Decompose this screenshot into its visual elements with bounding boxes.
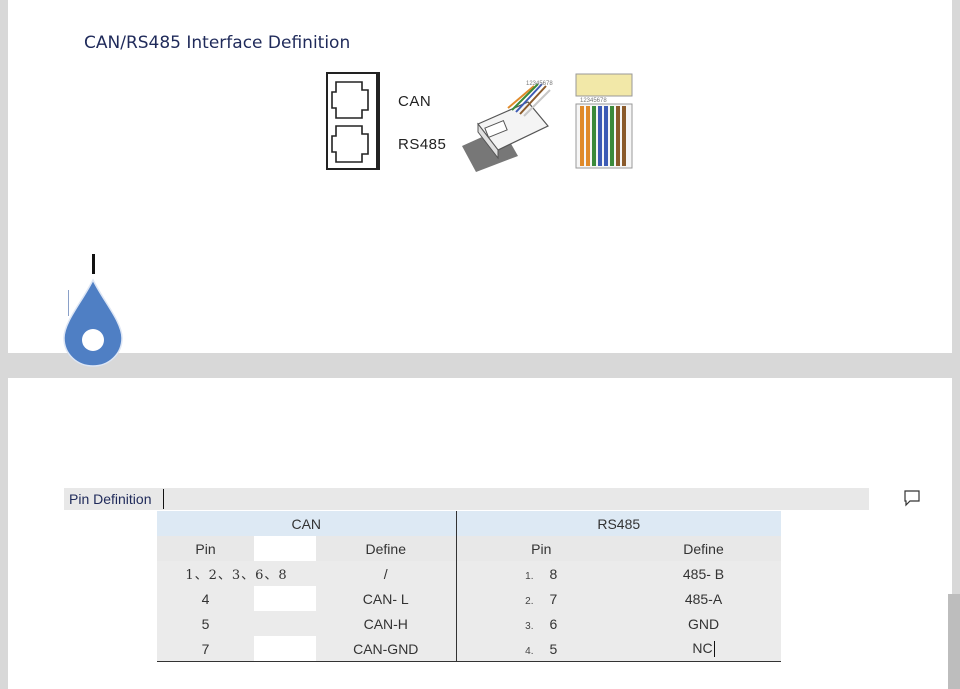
rj45-plug-icon: 12345678	[462, 81, 553, 172]
rs-define-cell: 485- B	[626, 561, 781, 586]
scrollbar[interactable]	[948, 594, 960, 689]
can-pin-cell: 5	[157, 611, 254, 636]
rs-pin-cell: 3.6	[455, 611, 626, 636]
rs-index: 3.	[525, 620, 534, 632]
rs-index: 2.	[525, 595, 534, 607]
text-cursor-marker	[92, 254, 95, 274]
port-label-can: CAN	[398, 93, 432, 110]
port-outline-icon	[331, 81, 369, 163]
table-row: 7 CAN-GND 4.5 NC	[157, 636, 781, 662]
wiring-color-icon: 12345678	[575, 73, 633, 169]
plug-pin-numbers: 12345678	[526, 81, 553, 87]
rs-define-cell: NC	[626, 636, 781, 662]
can-define-cell: CAN-GND	[316, 636, 456, 662]
pin-definition-table: CAN RS485 Pin Define Pin Define 1、2、3、6、…	[157, 511, 781, 662]
group-rs485: RS485	[455, 511, 781, 536]
comment-icon[interactable]	[903, 489, 921, 507]
rs-pin-value: 6	[549, 615, 558, 632]
rs-index: 1.	[525, 570, 534, 582]
can-define-cell: /	[316, 561, 456, 586]
wire-pin-numbers: 12345678	[580, 98, 607, 104]
rs-pin-value: 7	[549, 590, 558, 607]
table-row: 4 CAN- L 2.7 485-A	[157, 586, 781, 611]
rs-define-cell: 485-A	[626, 586, 781, 611]
rs-pin-value: 5	[549, 640, 558, 657]
rs-pin-cell: 1.8	[455, 561, 626, 586]
rs-pin-cell: 4.5	[455, 636, 626, 662]
rs-define-value: NC	[692, 639, 713, 656]
group-can: CAN	[157, 511, 456, 536]
can-pin-cell: 1、2、3、6、8	[157, 561, 316, 586]
rs-pin-cell: 2.7	[455, 586, 626, 611]
can-pin-cell: 7	[157, 636, 254, 662]
section-heading: CAN/RS485 Interface Definition	[84, 33, 351, 53]
can-pin-cell: 4	[157, 586, 254, 611]
can-define-cell: CAN- L	[316, 586, 456, 611]
subheader-rs-pin: Pin	[455, 536, 626, 561]
subheader-can-pin: Pin	[157, 536, 254, 561]
cursor-handle-icon[interactable]	[58, 276, 128, 370]
subheader-can-define: Define	[316, 536, 456, 561]
text-cursor	[713, 641, 715, 658]
document-page-1	[8, 0, 952, 353]
table-row: 1、2、3、6、8 / 1.8 485- B	[157, 561, 781, 586]
can-define-cell: CAN-H	[316, 611, 456, 636]
text-cursor	[163, 489, 164, 509]
table-group-header: CAN RS485	[157, 511, 781, 536]
pin-title-highlight	[64, 488, 869, 510]
rs-index: 4.	[525, 645, 534, 657]
pin-definition-title: Pin Definition	[69, 491, 152, 507]
subheader-rs-define: Define	[626, 536, 781, 561]
caret-line	[68, 290, 69, 316]
rj45-port-diagram	[326, 72, 380, 170]
port-label-rs485: RS485	[398, 136, 447, 153]
table-subheader: Pin Define Pin Define	[157, 536, 781, 561]
rs-pin-value: 8	[549, 565, 558, 582]
table-row: 5 CAN-H 3.6 GND	[157, 611, 781, 636]
rs-define-cell: GND	[626, 611, 781, 636]
